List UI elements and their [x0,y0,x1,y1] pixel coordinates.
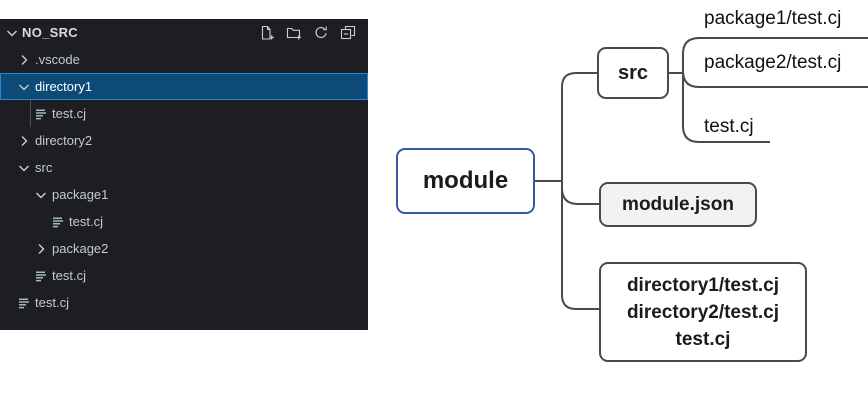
trunk-line [561,72,599,310]
new-file-icon[interactable] [259,25,275,41]
module-json-node-label: module.json [622,193,734,215]
tree-item-package1[interactable]: package1 [0,181,368,208]
indent-guide [30,100,31,127]
directory-file-line: test.cj [675,328,731,350]
chevron-right-icon [16,133,32,149]
tree-item-test.cj[interactable]: test.cj [0,262,368,289]
tree-item-label: package2 [52,241,109,256]
chevron-right-icon [16,52,32,68]
file-icon [16,295,32,311]
file-tree: .vscode directory1 test.cj directory2 src pac… [0,46,368,316]
tree-item-label: src [35,160,53,175]
tree-item-label: test.cj [52,106,86,121]
tree-item-src[interactable]: src [0,154,368,181]
tree-item-directory2[interactable]: directory2 [0,127,368,154]
tree-item-label: package1 [52,187,109,202]
tree-item-label: directory1 [35,79,93,94]
src-node-label: src [617,61,649,84]
tree-item-test.cj[interactable]: test.cj [0,100,368,127]
directory-files-node: directory1/test.cj directory2/test.cj te… [599,262,807,362]
src-node: src [597,47,669,99]
explorer-panel: NO_SRC .vscode directory1 test.cj directory… [0,19,368,330]
project-title: NO_SRC [22,25,78,40]
new-folder-icon[interactable] [286,25,302,41]
chevron-down-icon [33,187,49,203]
directory-file-line: directory2/test.cj [626,301,780,323]
module-node-label: module [422,167,509,194]
tree-item-label: test.cj [35,295,69,310]
file-icon [33,106,49,122]
chevron-down-icon [16,160,32,176]
tree-item-label: test.cj [69,214,103,229]
tree-item-.vscode[interactable]: .vscode [0,46,368,73]
trunk-to-modulejson-line [561,187,599,205]
tree-item-test.cj[interactable]: test.cj [0,208,368,235]
collapse-folders-icon[interactable] [340,25,356,41]
explorer-header[interactable]: NO_SRC [0,19,368,46]
refresh-icon[interactable] [313,25,329,41]
chevron-down-icon [16,79,32,95]
src-file-label: package1/test.cj [704,8,842,29]
explorer-toolbar [259,25,368,41]
file-icon [33,268,49,284]
chevron-down-icon [4,25,20,41]
src-file-label: test.cj [704,116,754,137]
module-json-node: module.json [599,182,757,227]
tree-item-package2[interactable]: package2 [0,235,368,262]
tree-item-directory1[interactable]: directory1 [0,73,368,100]
file-icon [50,214,66,230]
directory-file-line: directory1/test.cj [626,274,780,296]
module-node: module [396,148,535,214]
tree-item-label: .vscode [35,52,80,67]
src-file-label: package2/test.cj [704,52,842,73]
tree-item-label: directory2 [35,133,93,148]
tree-item-test.cj[interactable]: test.cj [0,289,368,316]
tree-item-label: test.cj [52,268,86,283]
chevron-right-icon [33,241,49,257]
